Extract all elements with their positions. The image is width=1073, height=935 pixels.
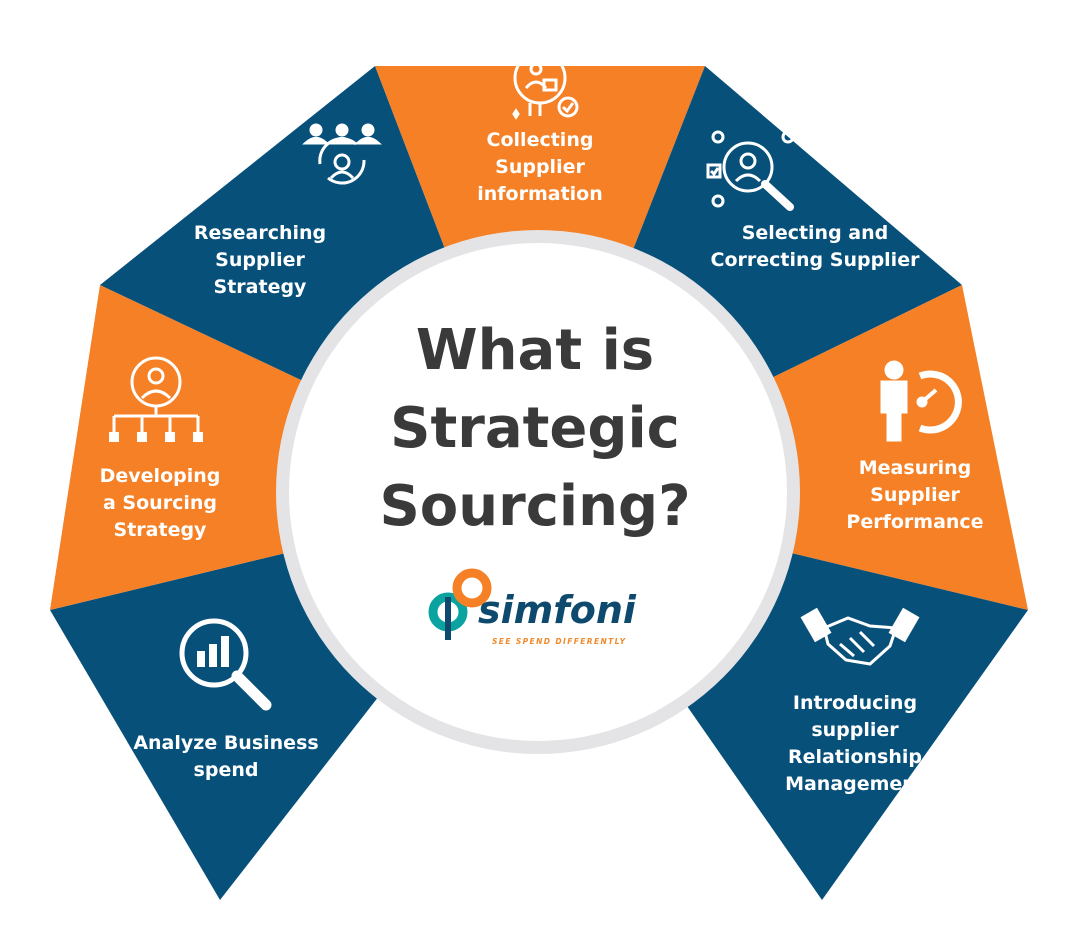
segment-label-line: Collecting <box>486 129 594 151</box>
segment-label-line: Measuring <box>858 457 972 479</box>
segment-label-line: information <box>477 183 603 205</box>
segment-label-line: Researching <box>193 222 327 244</box>
segment-label-line: Supplier <box>495 156 585 178</box>
logo-tagline: SEE SPEND DIFFERENTLY <box>492 637 627 646</box>
segment-label-line: Management <box>785 773 925 795</box>
segment-label-developing: Developing a Sourcing Strategy <box>60 463 260 544</box>
segment-label-line: Developing <box>99 465 221 487</box>
segment-label-analyze: Analyze Business spend <box>116 730 336 784</box>
segment-label-line: Supplier <box>215 249 305 271</box>
center-disc <box>289 243 787 741</box>
title-line-3: Sourcing? <box>379 474 691 539</box>
person-org-chart-icon <box>109 356 203 442</box>
segment-label-line: Selecting and <box>741 222 889 244</box>
person-search-network-icon <box>706 130 795 211</box>
segment-label-line: Introducing <box>792 692 918 714</box>
segment-label-line: supplier <box>811 719 899 741</box>
segment-label-line: Strategy <box>113 519 207 541</box>
segment-label-line: Analyze Business <box>133 732 319 754</box>
handshake-icon <box>800 607 920 666</box>
logo-name: simfoni <box>478 588 636 632</box>
segment-label-measuring: Measuring Supplier Performance <box>810 455 1020 536</box>
segment-label-selecting: Selecting and Correcting Supplier <box>690 220 940 274</box>
people-cycle-icon <box>302 123 382 185</box>
segment-label-introducing: Introducing supplier Relationship Manage… <box>750 690 960 798</box>
segment-label-line: Supplier <box>870 484 960 506</box>
simfoni-logo: simfoni SEE SPEND DIFFERENTLY <box>420 560 650 660</box>
magnifier-bar-chart-icon <box>179 618 272 711</box>
segment-label-line: Relationship <box>788 746 922 768</box>
logo-mark-icon <box>428 568 492 640</box>
segment-label-line: Performance <box>846 511 984 533</box>
segment-label-line: Correcting Supplier <box>710 249 920 271</box>
segment-label-line: Strategy <box>213 276 307 298</box>
title-line-2: Strategic <box>390 396 680 461</box>
title-line-1: What is <box>415 318 655 383</box>
center-title: What is Strategic Sourcing? <box>330 312 740 546</box>
person-gauge-icon <box>880 360 962 442</box>
supplier-check-icon <box>512 51 579 120</box>
segment-label-line: spend <box>193 759 259 781</box>
segment-label-collecting: Collecting Supplier information <box>440 127 640 208</box>
segment-label-line: a Sourcing <box>103 492 217 514</box>
segment-label-researching: Researching Supplier Strategy <box>160 220 360 301</box>
